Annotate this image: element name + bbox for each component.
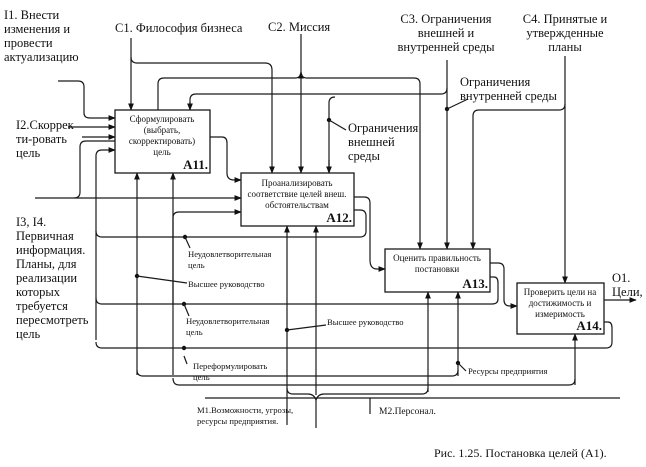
label-int-limits-line1: Ограничения bbox=[460, 75, 531, 89]
label-unsat-goal-2-line2: цель bbox=[186, 327, 203, 337]
label-c1: C1. Философия бизнеса bbox=[115, 21, 243, 35]
label-i2-line3: цель bbox=[16, 146, 40, 160]
arrow-c3-to-a11 bbox=[189, 87, 448, 110]
mech-bracket-resources bbox=[136, 369, 459, 377]
label-i1-line1: I1. Внести bbox=[4, 8, 60, 22]
label-c4-line3: планы bbox=[548, 40, 582, 54]
arrow-c2-to-a11 bbox=[157, 71, 304, 110]
label-reformulate-line1: Переформулировать bbox=[193, 361, 267, 371]
label-ext-limits-line1: Ограничения bbox=[348, 121, 419, 135]
label-o1-line1: O1. bbox=[612, 271, 630, 285]
label-i34-line7: требуется bbox=[16, 299, 68, 313]
arrow-c1-to-a12[interactable] bbox=[130, 56, 275, 174]
box-a13-line2: постановки bbox=[415, 264, 460, 274]
input-arrows bbox=[35, 80, 242, 340]
activity-box-a13[interactable]: Оценить правильность постановки A13. bbox=[384, 248, 491, 293]
box-a14-line1: Проверить цели на bbox=[524, 287, 596, 297]
label-c3-line1: C3. Ограничения bbox=[400, 12, 491, 26]
label-c4-line1: C4. Принятые и bbox=[523, 12, 608, 26]
box-a13-id: A13. bbox=[462, 276, 488, 291]
box-a14-line3: измеримость bbox=[535, 309, 585, 319]
figure-caption: Рис. 1.25. Постановка целей (A1). bbox=[434, 446, 607, 460]
box-a11-line2: (выбрать, bbox=[144, 125, 180, 135]
box-a12-line1: Проанализировать bbox=[262, 178, 333, 188]
internal-arrows bbox=[210, 136, 637, 309]
label-m1-line1: M1.Возможности, угрозы, bbox=[197, 405, 293, 415]
mechanism-labels: M1.Возможности, угрозы, ресурсы предприя… bbox=[197, 405, 436, 426]
label-i1-line4: актуализацию bbox=[4, 50, 79, 64]
feedback-loops bbox=[95, 209, 613, 349]
loop-a12-feedback[interactable] bbox=[95, 209, 367, 238]
label-i2-line2: ти-ровать bbox=[16, 132, 67, 146]
arrow-feedback-a11-2[interactable] bbox=[95, 147, 116, 340]
label-i34-line6: которых bbox=[16, 285, 61, 299]
label-c2: C2. Миссия bbox=[268, 20, 330, 34]
label-resources: Ресурсы предприятия bbox=[468, 366, 547, 376]
label-ext-limits-line3: среды bbox=[348, 149, 381, 163]
arrow-labels: Ограничения внешней среды Ограничения вн… bbox=[186, 75, 558, 382]
box-a11-line4: цель bbox=[153, 147, 170, 157]
arrow-c2-to-a13[interactable] bbox=[300, 71, 423, 250]
label-unsat-goal-1-line1: Неудовлетворительная bbox=[188, 249, 271, 259]
label-o1-line2: Цели, bbox=[612, 285, 643, 299]
branch-dots bbox=[134, 98, 469, 372]
label-i34-line9: цель bbox=[16, 327, 40, 341]
mech-bracket-personnel bbox=[172, 377, 576, 386]
arrow-c4-to-a13[interactable] bbox=[470, 103, 566, 250]
label-m1-line2: ресурсы предприятия. bbox=[197, 416, 278, 426]
label-ext-limits-line2: внешней bbox=[348, 135, 395, 149]
box-a11-id: A11. bbox=[183, 157, 208, 172]
control-labels: C1. Философия бизнеса C2. Миссия C3. Огр… bbox=[115, 12, 608, 54]
label-i34-line1: I3, I4. bbox=[16, 215, 46, 229]
mechanism-arrows bbox=[134, 172, 620, 428]
label-i34-line8: пересмотреть bbox=[16, 313, 89, 327]
label-top-mgmt-1: Высшее руководство bbox=[188, 279, 265, 289]
arrow-a13-to-a14[interactable] bbox=[490, 262, 518, 309]
box-a12-id: A12. bbox=[326, 210, 352, 225]
arrow-a11-to-a12[interactable] bbox=[210, 136, 242, 183]
input-labels: I1. Внести изменения и провести актуализ… bbox=[4, 8, 89, 341]
box-a12-line2: соответствие целей внеш. bbox=[248, 189, 347, 199]
label-reformulate-line2: цель bbox=[193, 372, 210, 382]
label-c3-line3: внутренней среды bbox=[398, 40, 496, 54]
label-c3-line2: внешней и bbox=[418, 26, 475, 40]
label-i1-line2: изменения и bbox=[4, 22, 70, 36]
loop-a13-feedback[interactable] bbox=[95, 276, 499, 305]
label-int-limits-line2: внутренней среды bbox=[460, 89, 558, 103]
box-a13-line1: Оценить правильность bbox=[393, 253, 481, 263]
box-a12-line3: обстоятельствам bbox=[265, 200, 329, 210]
label-unsat-goal-2-line1: Неудовлетворительная bbox=[186, 316, 269, 326]
label-i34-line2: Первичная bbox=[16, 229, 74, 243]
output-labels: O1. Цели, bbox=[612, 271, 643, 299]
label-m2: M2.Персонал. bbox=[379, 407, 436, 417]
label-i34-line4: Планы, для bbox=[16, 257, 77, 271]
arrow-a12-to-a13[interactable] bbox=[354, 196, 386, 272]
activity-box-a11[interactable]: Сформулировать (выбрать, скорректировать… bbox=[114, 109, 211, 174]
arrow-c3-to-a12[interactable] bbox=[328, 96, 336, 173]
label-top-mgmt-2: Высшее руководство bbox=[327, 317, 404, 327]
activity-box-a12[interactable]: Проанализировать соответствие целей внеш… bbox=[240, 172, 355, 227]
box-a11-line3: скорректировать) bbox=[129, 136, 195, 146]
control-arrows bbox=[128, 34, 568, 284]
label-i34-line5: реализации bbox=[16, 271, 77, 285]
box-a11-line1: Сформулировать bbox=[130, 114, 195, 124]
arrow-feedback-route bbox=[73, 140, 115, 199]
arrow-i1[interactable] bbox=[58, 80, 116, 121]
label-unsat-goal-1-line2: цель bbox=[188, 260, 205, 270]
loop-a14-feedback[interactable] bbox=[95, 321, 613, 349]
box-a14-line2: достижимость и bbox=[529, 298, 592, 308]
activity-box-a14[interactable]: Проверить цели на достижимость и измерим… bbox=[516, 282, 605, 335]
label-c4-line2: утвержденные bbox=[526, 26, 604, 40]
box-a14-id: A14. bbox=[576, 318, 602, 333]
label-i2-line1: I2.Скоррек bbox=[16, 118, 75, 132]
label-i1-line3: провести bbox=[4, 36, 53, 50]
label-i34-line3: информация. bbox=[16, 243, 85, 257]
